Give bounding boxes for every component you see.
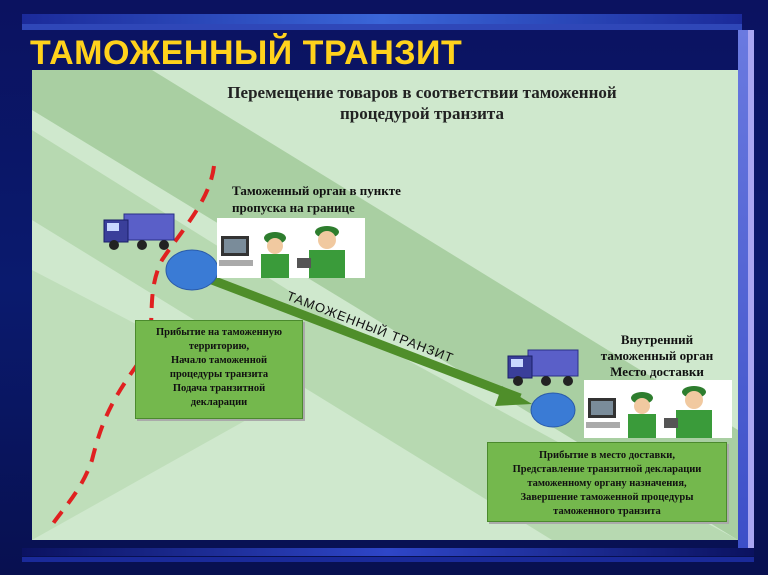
right-box-line: таможенному органу назначения, [527,478,687,489]
bottom-decor-bar [22,548,754,556]
border-label-line-2: пропуска на границе [232,200,355,215]
diagram-subtitle: Перемещение товаров в соответствии тамож… [142,82,702,124]
destination-circle [530,392,576,428]
bottom-decor-bar-2 [22,557,754,562]
customs-officer-icon [219,226,355,278]
left-box-line: Прибытие на таможенную [156,327,282,338]
right-box-line: таможенного транзита [553,506,661,517]
right-box-line: Прибытие в место доставки, [539,450,675,461]
left-box-line: территорию, [188,341,250,352]
diagram-panel: Перемещение товаров в соответствии тамож… [32,70,738,540]
delivery-info-box: Прибытие в место доставки, Представление… [487,442,727,522]
inner-label-line-1: Внутренний [620,332,694,347]
subtitle-line-1: Перемещение товаров в соответствии тамож… [227,83,617,102]
left-box-line: процедуры транзита [169,369,269,380]
right-box-line: Представление транзитной декларации [512,464,702,475]
inner-customs-label: Внутренний таможенный орган Место достав… [587,332,727,380]
border-officers-picture [217,218,365,278]
slide-title: ТАМОЖЕННЫЙ ТРАНЗИТ [30,34,463,72]
left-box-line: Подача транзитной [172,383,266,394]
destination-officers-picture [584,380,732,438]
truck-icon [507,349,579,386]
arrival-info-box: Прибытие на таможенную территорию, Начал… [135,320,303,419]
right-box-line: Завершение таможенной процедуры [520,492,694,503]
border-post-circle [165,249,219,291]
border-dashed-line [50,165,216,527]
top-decor-bar-2 [22,24,742,30]
left-box-line: Начало таможенной [170,355,268,366]
border-customs-label: Таможенный орган в пункте пропуска на гр… [232,182,401,216]
subtitle-line-2: процедурой транзита [340,104,504,123]
right-decor-bar-2 [748,30,754,550]
inner-label-line-3: Место доставки [610,364,704,379]
border-label-line-1: Таможенный орган в пункте [232,183,401,198]
top-decor-bar [22,14,742,24]
transit-arrow-line [210,275,522,403]
left-box-line: декларации [190,397,248,408]
truck-icon [103,213,175,250]
inner-label-line-2: таможенный орган [600,348,714,363]
transit-arrow-head [495,386,532,406]
customs-officer-icon [586,386,722,438]
right-decor-bar [738,30,748,550]
